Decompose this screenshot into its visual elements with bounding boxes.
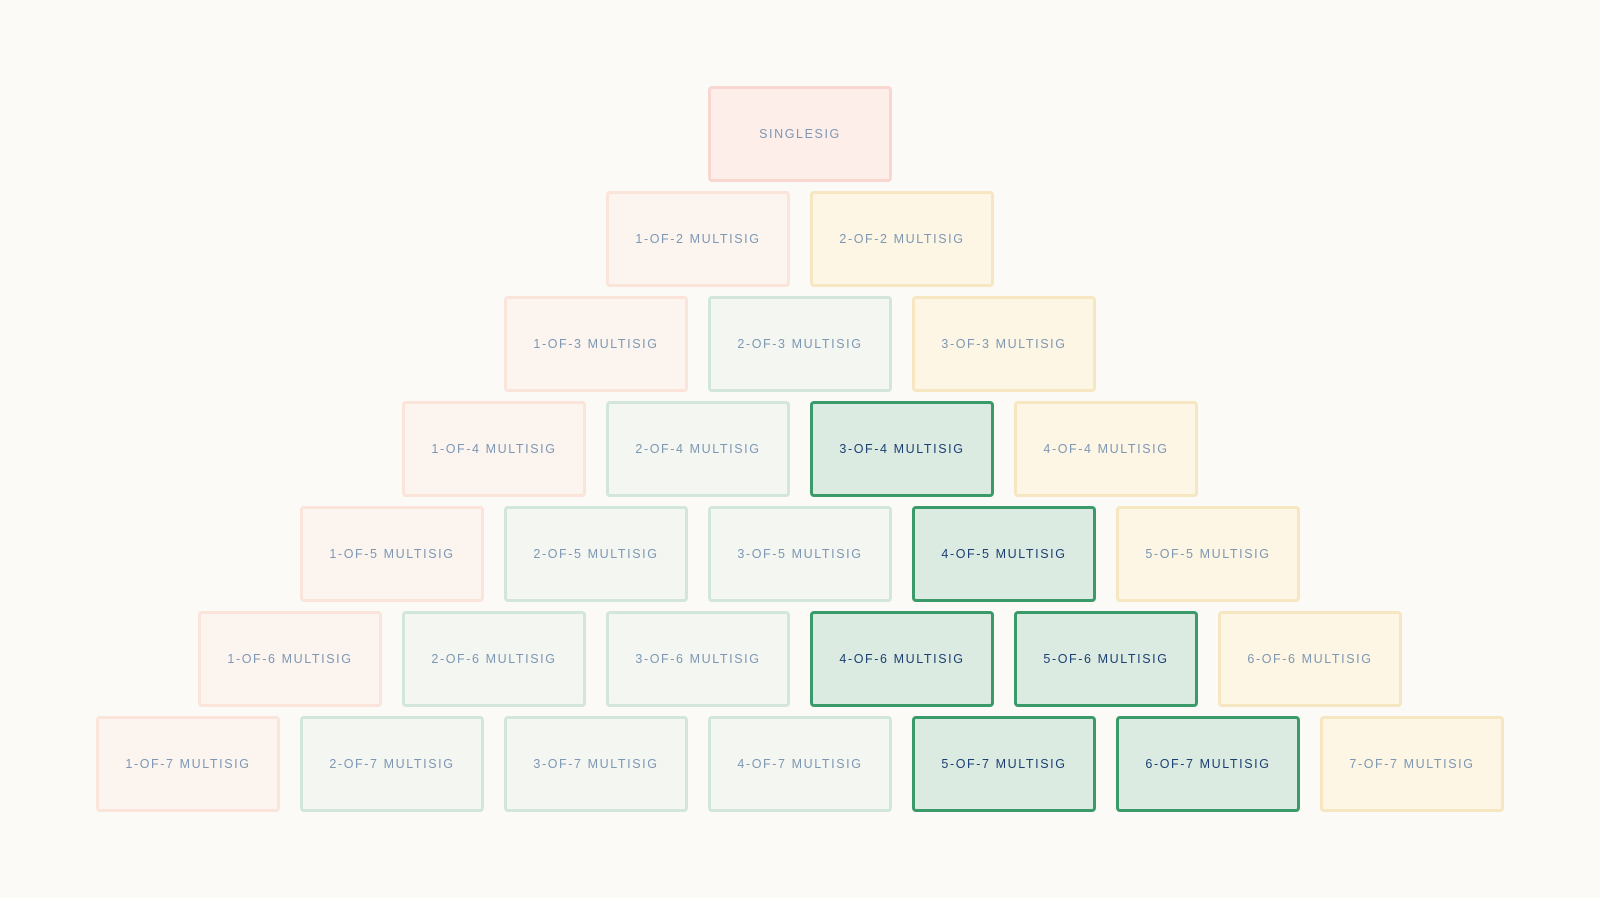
signature-scheme-box: 2-OF-2 MULTISIG <box>810 191 994 287</box>
signature-scheme-label: 1-OF-3 MULTISIG <box>533 337 659 351</box>
signature-scheme-box: 5-OF-6 MULTISIG <box>1014 611 1198 707</box>
signature-scheme-label: 7-OF-7 MULTISIG <box>1349 757 1475 771</box>
signature-scheme-box: 3-OF-3 MULTISIG <box>912 296 1096 392</box>
signature-scheme-label: 1-OF-2 MULTISIG <box>635 232 761 246</box>
signature-scheme-box: 4-OF-5 MULTISIG <box>912 506 1096 602</box>
signature-scheme-box: 2-OF-7 MULTISIG <box>300 716 484 812</box>
signature-scheme-box: 1-OF-5 MULTISIG <box>300 506 484 602</box>
signature-scheme-box: 4-OF-4 MULTISIG <box>1014 401 1198 497</box>
signature-scheme-box: 1-OF-3 MULTISIG <box>504 296 688 392</box>
signature-scheme-label: 1-OF-4 MULTISIG <box>431 442 557 456</box>
signature-scheme-box: 6-OF-6 MULTISIG <box>1218 611 1402 707</box>
signature-scheme-label: 5-OF-6 MULTISIG <box>1043 652 1169 666</box>
signature-scheme-box: 1-OF-7 MULTISIG <box>96 716 280 812</box>
signature-scheme-box: 4-OF-7 MULTISIG <box>708 716 892 812</box>
signature-scheme-label: 3-OF-7 MULTISIG <box>533 757 659 771</box>
signature-scheme-label: 6-OF-7 MULTISIG <box>1145 757 1271 771</box>
signature-scheme-label: 3-OF-3 MULTISIG <box>941 337 1067 351</box>
pyramid-row: 1-OF-3 MULTISIG 2-OF-3 MULTISIG 3-OF-3 MUL… <box>0 296 1600 392</box>
signature-scheme-box: 1-OF-4 MULTISIG <box>402 401 586 497</box>
signature-scheme-label: 3-OF-5 MULTISIG <box>737 547 863 561</box>
signature-scheme-box: 2-OF-3 MULTISIG <box>708 296 892 392</box>
signature-scheme-box: 3-OF-4 MULTISIG <box>810 401 994 497</box>
signature-scheme-label: 4-OF-7 MULTISIG <box>737 757 863 771</box>
signature-scheme-box: 3-OF-7 MULTISIG <box>504 716 688 812</box>
signature-scheme-box: 7-OF-7 MULTISIG <box>1320 716 1504 812</box>
signature-scheme-box: 5-OF-5 MULTISIG <box>1116 506 1300 602</box>
signature-scheme-label: 4-OF-5 MULTISIG <box>941 547 1067 561</box>
signature-scheme-label: 2-OF-3 MULTISIG <box>737 337 863 351</box>
signature-scheme-label: SINGLESIG <box>759 127 841 141</box>
signature-scheme-box: 2-OF-5 MULTISIG <box>504 506 688 602</box>
signature-scheme-label: 1-OF-6 MULTISIG <box>227 652 353 666</box>
signature-scheme-label: 1-OF-7 MULTISIG <box>125 757 251 771</box>
signature-scheme-box: 2-OF-4 MULTISIG <box>606 401 790 497</box>
signature-scheme-box: 6-OF-7 MULTISIG <box>1116 716 1300 812</box>
signature-scheme-label: 2-OF-2 MULTISIG <box>839 232 965 246</box>
signature-scheme-label: 3-OF-6 MULTISIG <box>635 652 761 666</box>
signature-scheme-label: 2-OF-6 MULTISIG <box>431 652 557 666</box>
pyramid-row: SINGLESIG <box>0 86 1600 182</box>
signature-scheme-box: 2-OF-6 MULTISIG <box>402 611 586 707</box>
signature-scheme-label: 2-OF-4 MULTISIG <box>635 442 761 456</box>
signature-scheme-box: 3-OF-6 MULTISIG <box>606 611 790 707</box>
signature-scheme-box: 1-OF-6 MULTISIG <box>198 611 382 707</box>
pyramid-row: 1-OF-5 MULTISIG 2-OF-5 MULTISIG 3-OF-5 MUL… <box>0 506 1600 602</box>
pyramid-row: 1-OF-2 MULTISIG 2-OF-2 MULTISIG <box>0 191 1600 287</box>
signature-scheme-label: 5-OF-5 MULTISIG <box>1145 547 1271 561</box>
pyramid-row: 1-OF-4 MULTISIG 2-OF-4 MULTISIG 3-OF-4 MUL… <box>0 401 1600 497</box>
signature-scheme-label: 4-OF-4 MULTISIG <box>1043 442 1169 456</box>
signature-scheme-box: SINGLESIG <box>708 86 892 182</box>
signature-scheme-box: 1-OF-2 MULTISIG <box>606 191 790 287</box>
signature-scheme-label: 1-OF-5 MULTISIG <box>329 547 455 561</box>
pyramid-row: 1-OF-6 MULTISIG 2-OF-6 MULTISIG 3-OF-6 MUL… <box>0 611 1600 707</box>
pyramid-row: 1-OF-7 MULTISIG 2-OF-7 MULTISIG 3-OF-7 MUL… <box>0 716 1600 812</box>
signature-scheme-label: 2-OF-7 MULTISIG <box>329 757 455 771</box>
signature-scheme-label: 5-OF-7 MULTISIG <box>941 757 1067 771</box>
signature-scheme-label: 2-OF-5 MULTISIG <box>533 547 659 561</box>
signature-scheme-box: 4-OF-6 MULTISIG <box>810 611 994 707</box>
signature-scheme-label: 4-OF-6 MULTISIG <box>839 652 965 666</box>
signature-scheme-label: 6-OF-6 MULTISIG <box>1247 652 1373 666</box>
signature-scheme-label: 3-OF-4 MULTISIG <box>839 442 965 456</box>
signature-scheme-box: 3-OF-5 MULTISIG <box>708 506 892 602</box>
signature-scheme-box: 5-OF-7 MULTISIG <box>912 716 1096 812</box>
